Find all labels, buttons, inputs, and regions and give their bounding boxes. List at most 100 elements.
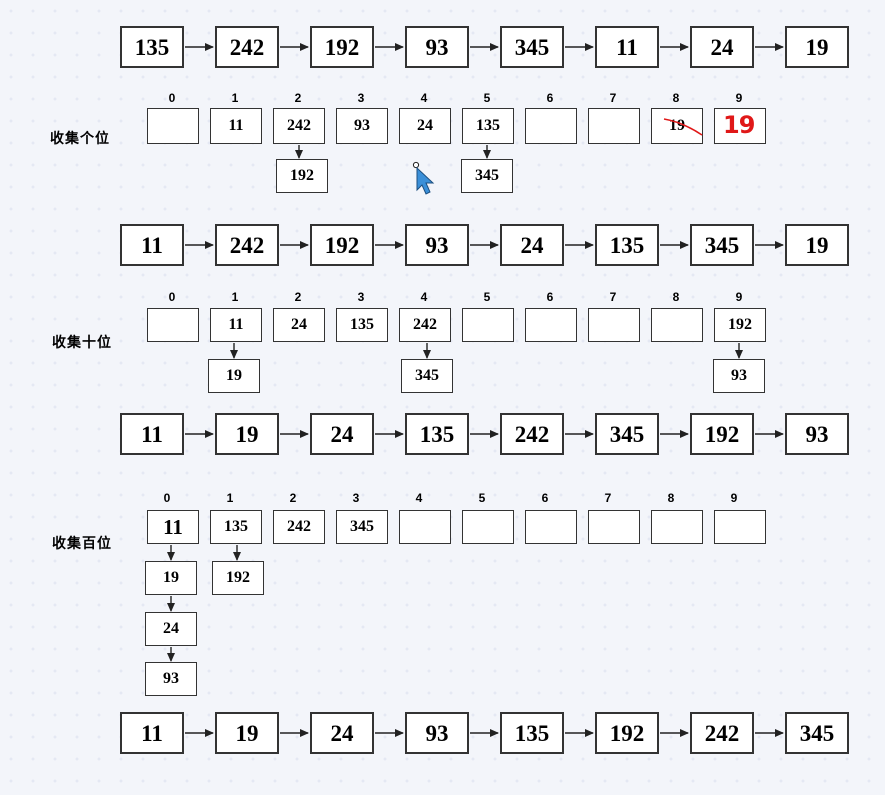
pass1-bucket-0 <box>147 108 199 144</box>
pass2-index-5: 5 <box>483 290 491 304</box>
pass3-index-9: 9 <box>730 491 738 505</box>
seq2-item-7: 93 <box>785 413 849 455</box>
pass1-chain-2-1: 192 <box>276 159 328 193</box>
pass3-bucket-6 <box>525 510 577 544</box>
seq3-item-4: 135 <box>500 712 564 754</box>
seq0-item-0: 135 <box>120 26 184 68</box>
seq2-item-0: 11 <box>120 413 184 455</box>
seq3-item-7: 345 <box>785 712 849 754</box>
pass3-index-8: 8 <box>667 491 675 505</box>
pass2-bucket-4: 242 <box>399 308 451 342</box>
seq0-item-1: 242 <box>215 26 279 68</box>
seq2-item-1: 19 <box>215 413 279 455</box>
pass2-bucket-2: 24 <box>273 308 325 342</box>
seq1-item-3: 93 <box>405 224 469 266</box>
seq1-item-7: 19 <box>785 224 849 266</box>
seq0-item-7: 19 <box>785 26 849 68</box>
seq3-item-0: 11 <box>120 712 184 754</box>
seq1-item-2: 192 <box>310 224 374 266</box>
pass3-chain-0-3: 93 <box>145 662 197 696</box>
pass3-index-3: 3 <box>352 491 360 505</box>
pass2-bucket-5 <box>462 308 514 342</box>
pass2-chain-4-1: 345 <box>401 359 453 393</box>
pass1-bucket-1: 11 <box>210 108 262 144</box>
pass1-handwritten-19: 19 <box>723 111 755 139</box>
pass2-label: 收集十位 <box>52 335 112 351</box>
pass2-bucket-8 <box>651 308 703 342</box>
pass1-index-8: 8 <box>672 91 680 105</box>
pass3-index-6: 6 <box>541 491 549 505</box>
seq1-item-6: 345 <box>690 224 754 266</box>
pass1-index-3: 3 <box>357 91 365 105</box>
pass2-bucket-3: 135 <box>336 308 388 342</box>
mouse-cursor-icon <box>412 161 435 195</box>
pass3-bucket-4 <box>399 510 451 544</box>
pass1-bucket-2: 242 <box>273 108 325 144</box>
pass1-bucket-7 <box>588 108 640 144</box>
pass2-index-9: 9 <box>735 290 743 304</box>
seq2-item-5: 345 <box>595 413 659 455</box>
pass2-index-6: 6 <box>546 290 554 304</box>
seq3-item-2: 24 <box>310 712 374 754</box>
pass3-index-7: 7 <box>604 491 612 505</box>
pass1-bucket-6 <box>525 108 577 144</box>
seq1-item-4: 24 <box>500 224 564 266</box>
pass3-bucket-8 <box>651 510 703 544</box>
pass2-index-1: 1 <box>231 290 239 304</box>
seq0-item-5: 11 <box>595 26 659 68</box>
seq2-item-2: 24 <box>310 413 374 455</box>
pass1-index-9: 9 <box>735 91 743 105</box>
pass2-bucket-0 <box>147 308 199 342</box>
seq2-item-6: 192 <box>690 413 754 455</box>
pass3-index-0: 0 <box>163 491 171 505</box>
pass1-bucket-8: 19 <box>651 108 703 144</box>
seq2-item-3: 135 <box>405 413 469 455</box>
seq1-item-5: 135 <box>595 224 659 266</box>
pass2-bucket-6 <box>525 308 577 342</box>
pass2-index-8: 8 <box>672 290 680 304</box>
seq3-item-3: 93 <box>405 712 469 754</box>
pass1-bucket-9 <box>714 108 766 144</box>
seq3-item-5: 192 <box>595 712 659 754</box>
seq0-item-6: 24 <box>690 26 754 68</box>
pass3-chain-0-2: 24 <box>145 612 197 646</box>
pass2-index-3: 3 <box>357 290 365 304</box>
pass3-index-2: 2 <box>289 491 297 505</box>
pass2-bucket-9: 192 <box>714 308 766 342</box>
pass1-index-0: 0 <box>168 91 176 105</box>
pass3-label: 收集百位 <box>52 536 112 552</box>
pass3-index-5: 5 <box>478 491 486 505</box>
seq1-item-0: 11 <box>120 224 184 266</box>
pass1-chain-5-1: 345 <box>461 159 513 193</box>
pass2-bucket-7 <box>588 308 640 342</box>
seq0-item-4: 345 <box>500 26 564 68</box>
pass3-bucket-9 <box>714 510 766 544</box>
pass1-bucket-5: 135 <box>462 108 514 144</box>
pass2-index-7: 7 <box>609 290 617 304</box>
seq3-item-6: 242 <box>690 712 754 754</box>
pass2-index-4: 4 <box>420 290 428 304</box>
pass3-bucket-1: 135 <box>210 510 262 544</box>
pass3-bucket-7 <box>588 510 640 544</box>
pass1-index-7: 7 <box>609 91 617 105</box>
pass1-index-5: 5 <box>483 91 491 105</box>
pass1-index-6: 6 <box>546 91 554 105</box>
pass2-chain-9-1: 93 <box>713 359 765 393</box>
seq1-item-1: 242 <box>215 224 279 266</box>
pass3-index-4: 4 <box>415 491 423 505</box>
pass3-chain-1-1: 192 <box>212 561 264 595</box>
pass3-bucket-5 <box>462 510 514 544</box>
pass1-index-1: 1 <box>231 91 239 105</box>
pass1-label: 收集个位 <box>50 131 110 147</box>
pass2-index-0: 0 <box>168 290 176 304</box>
pass3-index-1: 1 <box>226 491 234 505</box>
pass2-chain-1-1: 19 <box>208 359 260 393</box>
pass1-bucket-4: 24 <box>399 108 451 144</box>
pass1-bucket-3: 93 <box>336 108 388 144</box>
pass3-bucket-0: 11 <box>147 510 199 544</box>
pass3-chain-0-1: 19 <box>145 561 197 595</box>
pass3-bucket-2: 242 <box>273 510 325 544</box>
seq0-item-3: 93 <box>405 26 469 68</box>
seq0-item-2: 192 <box>310 26 374 68</box>
seq3-item-1: 19 <box>215 712 279 754</box>
